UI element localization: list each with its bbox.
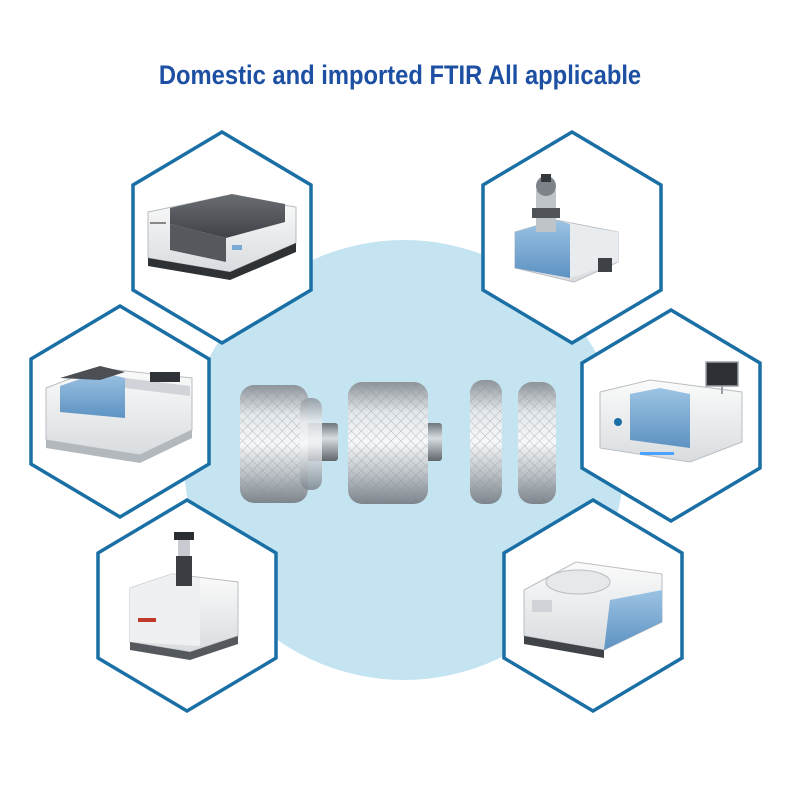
- knurled-ring-right: [518, 382, 556, 504]
- instrument-card-bottom-left: [96, 497, 278, 714]
- knurled-screw-left: [240, 385, 338, 503]
- spectrometer-bottom-left: [129, 532, 239, 660]
- spectrometer-top-right: [514, 174, 619, 283]
- instrument-card-top-left: [131, 129, 313, 346]
- spectrometer-middle-right: [599, 361, 743, 463]
- instrument-card-top-right: [481, 129, 663, 346]
- knurled-screw-right: [348, 382, 442, 504]
- spectrometer-middle-left: [45, 366, 193, 463]
- spectrometer-top-left: [147, 194, 297, 280]
- spectrometer-bottom-right: [523, 561, 663, 658]
- instrument-card-bottom-right: [502, 497, 684, 714]
- page-title: Domestic and imported FTIR All applicabl…: [158, 60, 642, 90]
- instrument-card-middle-left: [29, 303, 211, 520]
- knurled-ring-left: [470, 380, 502, 504]
- instrument-card-middle-right: [580, 307, 762, 524]
- knurled-accessory-set: [240, 380, 556, 504]
